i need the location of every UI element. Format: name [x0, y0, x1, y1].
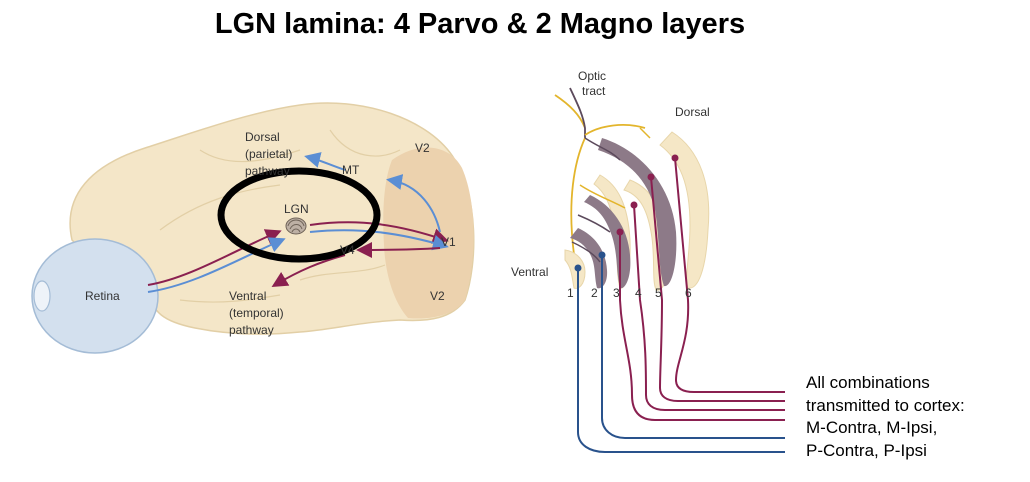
ventral-label: Ventral: [511, 265, 548, 279]
lamina-dark-4: [584, 195, 631, 289]
v2-bottom-label: V2: [430, 289, 445, 303]
note-line: P-Contra, P-Ipsi: [806, 440, 927, 460]
mt-label: MT: [342, 163, 360, 177]
layer-number-1: 1: [567, 286, 574, 300]
parvo-axon-3: [619, 232, 785, 421]
dorsal-label: Dorsal: [675, 105, 710, 119]
dorsal-pathway-label-2: (parietal): [245, 147, 292, 161]
eye-ball: [31, 238, 159, 354]
optic-tract-label-2: tract: [582, 84, 606, 98]
layer-number-3: 3: [613, 286, 620, 300]
note-line: All combinations: [806, 373, 930, 392]
ventral-pathway-label-1: Ventral: [229, 289, 266, 303]
magno-axon-2: [601, 255, 785, 439]
magno-axon-1: [577, 270, 785, 453]
lgn-label: LGN: [284, 202, 309, 216]
ventral-pathway-label-3: pathway: [229, 323, 274, 337]
parvo-axon-6: [674, 157, 785, 393]
layer-number-6: 6: [685, 286, 692, 300]
brain-outline: [69, 102, 475, 335]
visual-cortex-region: [383, 147, 474, 319]
lgn-highlight-ring: [217, 167, 381, 263]
parvo-axon-5: [650, 176, 785, 402]
v4-label: V4: [340, 243, 355, 257]
brain-diagram: Dorsal (parietal) pathway MT V2 LGN V4 V…: [31, 102, 475, 354]
layer-number-2: 2: [591, 286, 598, 300]
retina-label: Retina: [85, 289, 120, 303]
parvo-axon-4: [633, 204, 785, 411]
layer-number-5: 5: [655, 286, 662, 300]
lamina-dark-6: [598, 138, 677, 287]
note-line: transmitted to cortex:: [806, 395, 965, 415]
layer-number-4: 4: [635, 286, 642, 300]
v2-top-label: V2: [415, 141, 430, 155]
ventral-pathway-label-2: (temporal): [229, 306, 284, 320]
lgn-layers-diagram: Optic tract Dorsal Ventral 1 2 3 4 5 6: [511, 69, 785, 453]
page-title: LGN lamina: 4 Parvo & 2 Magno layers: [214, 8, 746, 40]
lamina-light-6: [659, 131, 710, 289]
cortex-transmission-note: All combinations transmitted to cortex: …: [806, 372, 965, 462]
dorsal-pathway-label-1: Dorsal: [245, 130, 280, 144]
lamina-dark-2: [570, 228, 608, 289]
optic-tract-label-1: Optic: [578, 69, 606, 83]
eye-lens: [33, 280, 51, 312]
v1-label: V1: [441, 235, 456, 249]
dorsal-pathway-label-3: pathway: [245, 164, 290, 178]
lgn-nucleus-icon: [285, 217, 307, 235]
note-line: M-Contra, M-Ipsi,: [806, 418, 938, 437]
